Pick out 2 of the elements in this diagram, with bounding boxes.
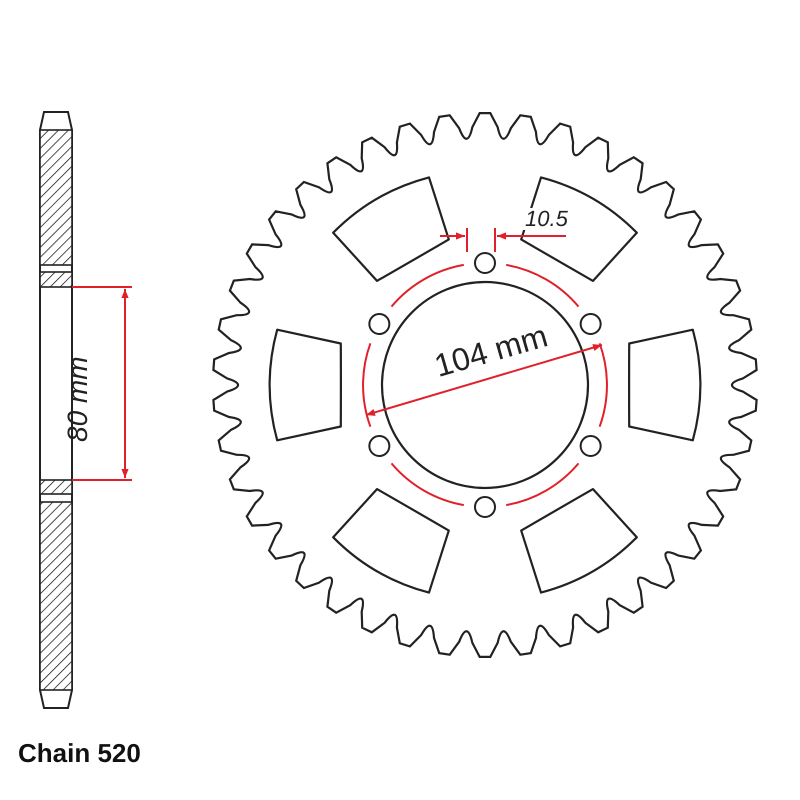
dimension-label: 10.5	[522, 208, 571, 230]
chain-size-label: Chain 520	[18, 740, 141, 766]
